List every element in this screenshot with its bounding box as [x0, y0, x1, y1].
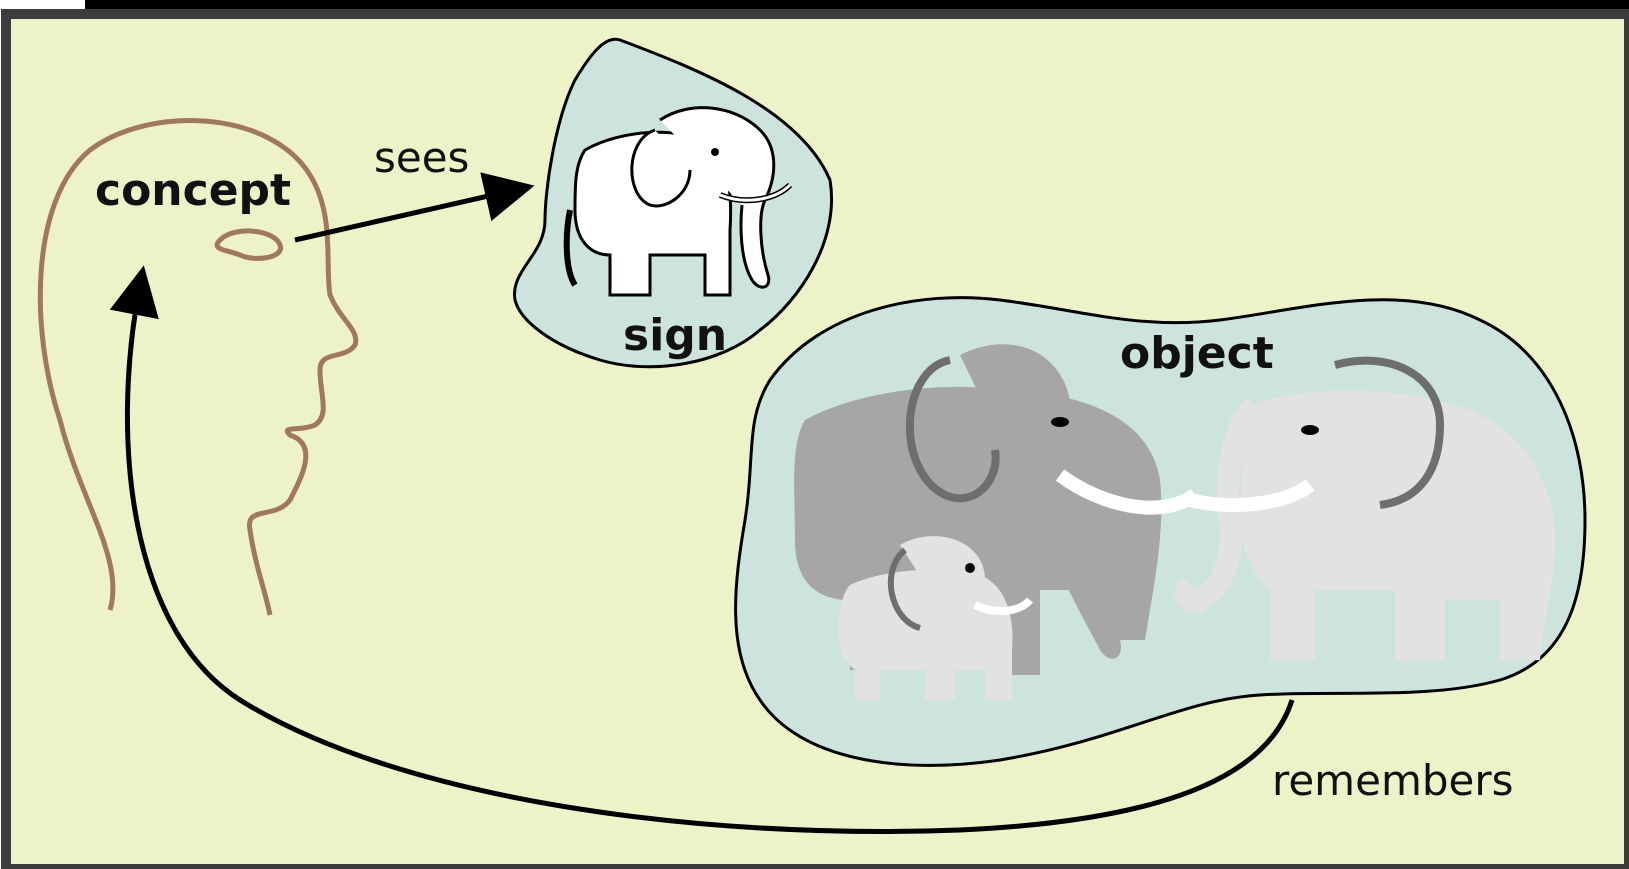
sees-label: sees — [374, 133, 469, 182]
object-label: object — [1120, 328, 1274, 379]
remembers-label: remembers — [1272, 756, 1514, 805]
sign-label: sign — [623, 310, 727, 361]
concept-label: concept — [95, 165, 291, 216]
